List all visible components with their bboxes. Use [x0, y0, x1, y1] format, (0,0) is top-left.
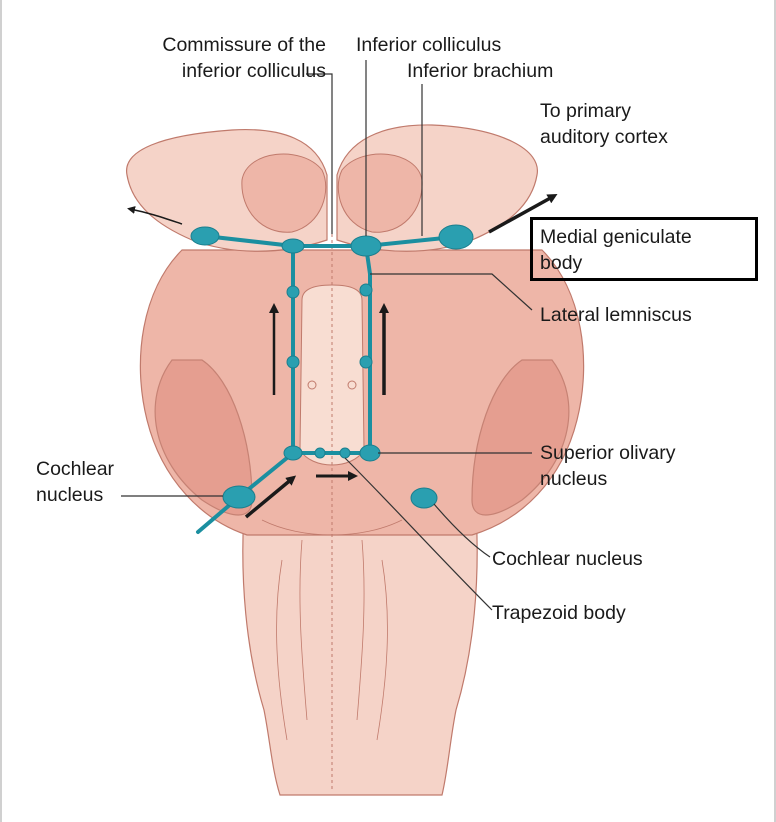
- label-superior-olivary: Superior olivary nucleus: [540, 440, 675, 492]
- right-lemniscus-node-2: [359, 355, 373, 369]
- left-cochlear-nucleus-node: [222, 485, 256, 509]
- pathway-nodes: [190, 224, 474, 509]
- label-medial-geniculate-line1: Medial geniculate: [540, 226, 692, 248]
- small-nucleus-right: [347, 380, 357, 390]
- leader-trapezoid: [344, 457, 493, 611]
- right-superior-olive-node: [359, 444, 381, 462]
- label-superior-olivary-line2: nucleus: [540, 468, 608, 490]
- arrow-cochlear-input: [244, 475, 297, 519]
- trapezoid-node-1: [314, 447, 326, 459]
- leader-cochlear-right: [433, 503, 491, 558]
- label-to-cortex-line1: To primary: [540, 100, 632, 122]
- label-inferior-brachium: Inferior brachium: [407, 60, 554, 82]
- right-colliculi: [337, 153, 423, 233]
- label-trapezoid: Trapezoid body: [492, 602, 626, 624]
- label-lateral-lemniscus: Lateral lemniscus: [540, 304, 692, 326]
- label-cochlear-left-line1: Cochlear: [36, 458, 115, 480]
- arrow-left-top: [127, 206, 183, 225]
- leader-lateral-lemniscus: [370, 273, 533, 311]
- label-cochlear-left: Cochlear nucleus: [36, 456, 114, 508]
- left-cerebellar-peduncle: [154, 359, 253, 516]
- arrow-to-cortex: [488, 194, 558, 234]
- right-medial-geniculate-node: [438, 224, 474, 250]
- label-superior-olivary-line1: Superior olivary: [540, 442, 676, 464]
- label-medial-geniculate: Medial geniculate body: [540, 224, 692, 276]
- right-lemniscus-node-1: [359, 283, 373, 297]
- label-to-cortex-line2: auditory cortex: [540, 126, 668, 148]
- right-inferior-colliculus-node: [350, 235, 382, 257]
- left-lemniscus-node-2: [286, 355, 300, 369]
- left-inferior-colliculus-node: [281, 238, 305, 254]
- leader-lines: [121, 60, 533, 611]
- label-commissure-line1: Commissure of the: [162, 34, 326, 56]
- right-cochlear-nucleus-node: [410, 487, 438, 509]
- direction-arrows: [127, 194, 558, 519]
- label-cochlear-left-line2: nucleus: [36, 484, 104, 506]
- left-medial-geniculate-node: [190, 226, 220, 246]
- medulla-details: [261, 519, 403, 741]
- label-to-cortex: To primary auditory cortex: [540, 98, 668, 150]
- medulla: [242, 509, 478, 796]
- left-superior-olive-node: [283, 445, 303, 461]
- label-commissure: Commissure of the inferior colliculus: [102, 32, 326, 84]
- label-commissure-line2: inferior colliculus: [181, 60, 326, 82]
- leader-commissure: [306, 73, 333, 234]
- small-nucleus-left: [307, 380, 317, 390]
- label-inferior-colliculus: Inferior colliculus: [356, 34, 502, 56]
- label-cochlear-right: Cochlear nucleus: [492, 548, 643, 570]
- right-cerebellar-peduncle: [471, 359, 570, 516]
- left-lemniscus-node-1: [286, 285, 300, 299]
- trapezoid-node-2: [339, 447, 351, 459]
- label-medial-geniculate-line2: body: [540, 252, 583, 274]
- medial-geniculate-highlight-box: [530, 217, 758, 281]
- left-colliculi: [241, 153, 327, 233]
